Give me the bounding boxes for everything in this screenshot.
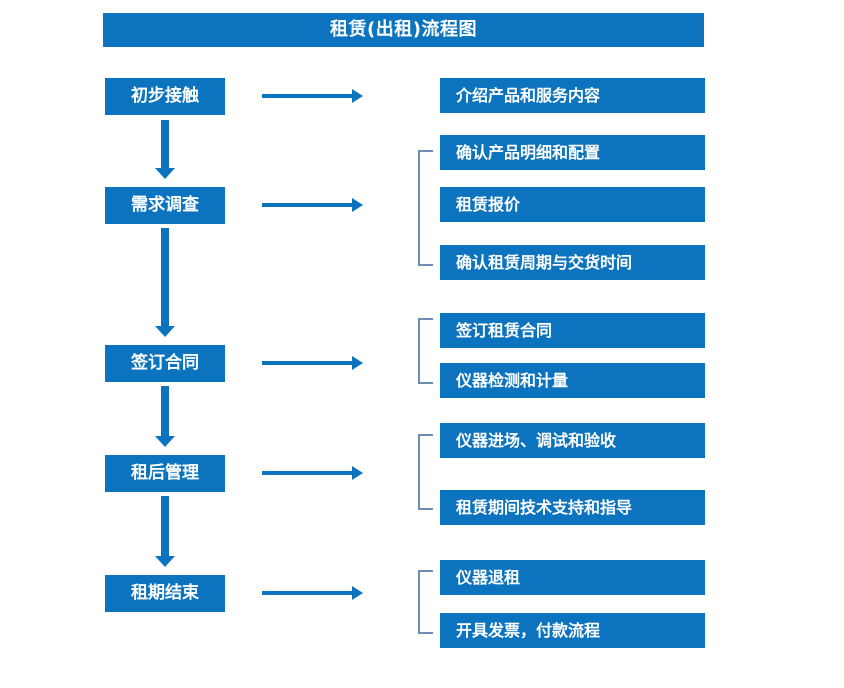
link-arrow-right-3 <box>262 356 363 370</box>
flow-arrow-down-2 <box>155 228 175 337</box>
detail-box-yiqijinchang[interactable]: 仪器进场、调试和验收 <box>440 423 705 458</box>
stage-box-xuqiudiaocha[interactable]: 需求调查 <box>105 187 225 224</box>
group-bracket-xuqiudiaocha <box>418 150 433 266</box>
detail-box-label: 租赁报价 <box>456 194 521 214</box>
group-bracket-zuqijieshu <box>418 570 433 634</box>
stage-box-zuhouguanli[interactable]: 租后管理 <box>105 455 225 492</box>
link-arrow-right-4 <box>262 466 363 480</box>
detail-box-label: 开具发票，付款流程 <box>456 620 601 640</box>
detail-box-yiqijiance[interactable]: 仪器检测和计量 <box>440 363 705 398</box>
stage-box-qiandinghetong[interactable]: 签订合同 <box>105 345 225 382</box>
flow-arrow-down-4 <box>155 496 175 567</box>
detail-box-label: 确认产品明细和配置 <box>456 142 601 162</box>
chart-title-text: 租赁(出租)流程图 <box>330 19 477 40</box>
group-bracket-qiandinghetong <box>418 318 433 384</box>
detail-box-label: 租赁期间技术支持和指导 <box>456 497 633 517</box>
detail-box-yiqituizu[interactable]: 仪器退租 <box>440 560 705 595</box>
stage-box-label: 初步接触 <box>131 86 199 106</box>
detail-box-jieshaochanpin[interactable]: 介绍产品和服务内容 <box>440 78 705 113</box>
link-arrow-right-1 <box>262 89 363 103</box>
detail-box-querenchanpin[interactable]: 确认产品明细和配置 <box>440 135 705 170</box>
detail-box-querenzhouqi[interactable]: 确认租赁周期与交货时间 <box>440 245 705 280</box>
detail-box-zulinqijian[interactable]: 租赁期间技术支持和指导 <box>440 490 705 525</box>
detail-box-kaijufapiao[interactable]: 开具发票，付款流程 <box>440 613 705 648</box>
stage-box-label: 租期结束 <box>131 583 199 603</box>
link-arrow-right-2 <box>262 198 363 212</box>
flow-arrow-down-3 <box>155 386 175 447</box>
stage-box-label: 需求调查 <box>131 195 199 215</box>
stage-box-label: 签订合同 <box>131 353 199 373</box>
detail-box-label: 仪器退租 <box>456 567 521 587</box>
detail-box-label: 确认租赁周期与交货时间 <box>456 252 633 272</box>
link-arrow-right-5 <box>262 586 363 600</box>
detail-box-label: 仪器检测和计量 <box>456 370 569 390</box>
stage-box-zuqijieshu[interactable]: 租期结束 <box>105 575 225 612</box>
stage-box-label: 租后管理 <box>131 463 199 483</box>
flow-arrow-down-1 <box>155 120 175 179</box>
stage-box-chubujiechu[interactable]: 初步接触 <box>105 78 225 115</box>
detail-box-label: 仪器进场、调试和验收 <box>456 430 617 450</box>
group-bracket-zuhouguanli <box>418 434 433 510</box>
detail-box-label: 签订租赁合同 <box>456 320 553 340</box>
detail-box-qiandingzulinhetong[interactable]: 签订租赁合同 <box>440 313 705 348</box>
chart-title-bar: 租赁(出租)流程图 <box>103 13 704 47</box>
detail-box-label: 介绍产品和服务内容 <box>456 85 601 105</box>
detail-box-zulinbaojia[interactable]: 租赁报价 <box>440 187 705 222</box>
